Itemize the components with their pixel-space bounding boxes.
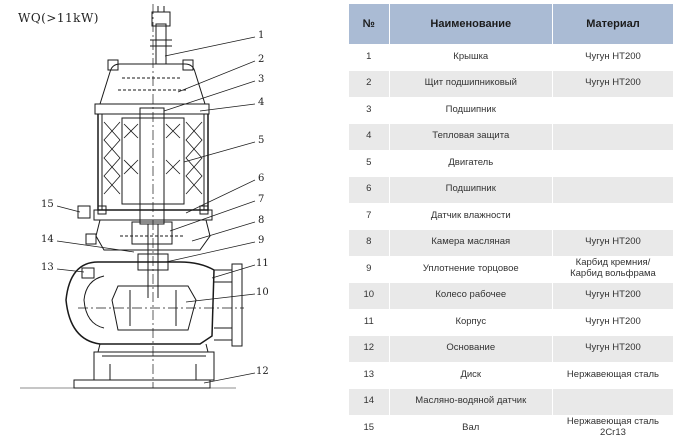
row-material: Нержавеющая сталь bbox=[552, 362, 675, 389]
row-material bbox=[552, 97, 675, 124]
row-name: Вал bbox=[389, 415, 553, 442]
row-material-line: Чугун HT200 bbox=[585, 77, 641, 89]
row-name: Диск bbox=[389, 362, 553, 389]
row-number: 8 bbox=[349, 229, 390, 256]
row-name: Уплотнение торцовое bbox=[389, 256, 553, 283]
row-name: Крышка bbox=[389, 44, 553, 71]
callout-14: 14 bbox=[41, 234, 54, 245]
callout-1: 1 bbox=[258, 30, 265, 41]
header-name: Наименование bbox=[389, 4, 553, 44]
row-number: 5 bbox=[349, 150, 390, 177]
callout-10: 10 bbox=[256, 287, 269, 298]
row-material bbox=[552, 388, 675, 415]
row-material-line: Карбид кремния/ bbox=[575, 257, 651, 269]
row-material-line: Нержавеющая сталь 2Cr13 bbox=[566, 416, 659, 439]
row-name: Колесо рабочее bbox=[389, 282, 553, 309]
row-name: Подшипник bbox=[389, 97, 553, 124]
row-material bbox=[552, 123, 675, 150]
callout-5: 5 bbox=[258, 135, 265, 146]
row-material: Чугун HT200 bbox=[552, 70, 675, 97]
row-material bbox=[552, 176, 675, 203]
row-material-line: Чугун HT200 bbox=[585, 50, 641, 62]
header-number: № bbox=[349, 4, 390, 44]
callout-4: 4 bbox=[258, 97, 265, 108]
row-number: 9 bbox=[349, 256, 390, 283]
row-name: Тепловая защита bbox=[389, 123, 553, 150]
row-material: Чугун HT200 bbox=[552, 282, 675, 309]
pump-cross-section-diagram: WQ(>11kW) bbox=[18, 4, 269, 389]
row-name: Основание bbox=[389, 335, 553, 362]
row-name: Двигатель bbox=[389, 150, 553, 177]
row-number: 7 bbox=[349, 203, 390, 230]
row-material: Карбид кремния/Карбид вольфрама bbox=[552, 256, 675, 283]
row-material: Чугун HT200 bbox=[552, 309, 675, 336]
model-label: WQ(>11kW) bbox=[18, 11, 99, 25]
row-number: 14 bbox=[349, 388, 390, 415]
row-number: 1 bbox=[349, 44, 390, 71]
row-material bbox=[552, 150, 675, 177]
row-material: Нержавеющая сталь 2Cr13 bbox=[552, 415, 675, 442]
row-name: Подшипник bbox=[389, 176, 553, 203]
callout-13: 13 bbox=[41, 262, 54, 273]
callout-12: 12 bbox=[256, 366, 269, 377]
row-number: 15 bbox=[349, 415, 390, 442]
row-name: Датчик влажности bbox=[389, 203, 553, 230]
row-name: Камера масляная bbox=[389, 229, 553, 256]
row-number: 6 bbox=[349, 176, 390, 203]
row-material-line: Нержавеющая сталь bbox=[566, 368, 659, 380]
row-number: 10 bbox=[349, 282, 390, 309]
pump-drawing bbox=[20, 4, 256, 389]
row-material-line: Чугун HT200 bbox=[585, 236, 641, 248]
row-material-line: Чугун HT200 bbox=[585, 342, 641, 354]
row-material: Чугун HT200 bbox=[552, 229, 675, 256]
row-material-line: Карбид вольфрама bbox=[570, 268, 656, 280]
callout-6: 6 bbox=[258, 173, 265, 184]
row-name: Корпус bbox=[389, 309, 553, 336]
callout-2: 2 bbox=[258, 54, 265, 65]
table-header-row: № Наименование Материал bbox=[349, 4, 675, 44]
row-number: 13 bbox=[349, 362, 390, 389]
row-material: Чугун HT200 bbox=[552, 335, 675, 362]
row-name: Масляно-водяной датчик bbox=[389, 388, 553, 415]
row-name: Щит подшипниковый bbox=[389, 70, 553, 97]
callout-15: 15 bbox=[41, 199, 54, 210]
callout-3: 3 bbox=[258, 74, 265, 85]
row-material-line: Чугун HT200 bbox=[585, 289, 641, 301]
callout-11: 11 bbox=[256, 258, 269, 269]
row-number: 12 bbox=[349, 335, 390, 362]
row-number: 11 bbox=[349, 309, 390, 336]
callout-8: 8 bbox=[258, 215, 265, 226]
callout-7: 7 bbox=[258, 194, 265, 205]
row-material: Чугун HT200 bbox=[552, 44, 675, 71]
row-material bbox=[552, 203, 675, 230]
callout-9: 9 bbox=[258, 235, 265, 246]
row-number: 4 bbox=[349, 123, 390, 150]
row-number: 2 bbox=[349, 70, 390, 97]
row-number: 3 bbox=[349, 97, 390, 124]
row-material-line: Чугун HT200 bbox=[585, 315, 641, 327]
header-material: Материал bbox=[552, 4, 675, 44]
